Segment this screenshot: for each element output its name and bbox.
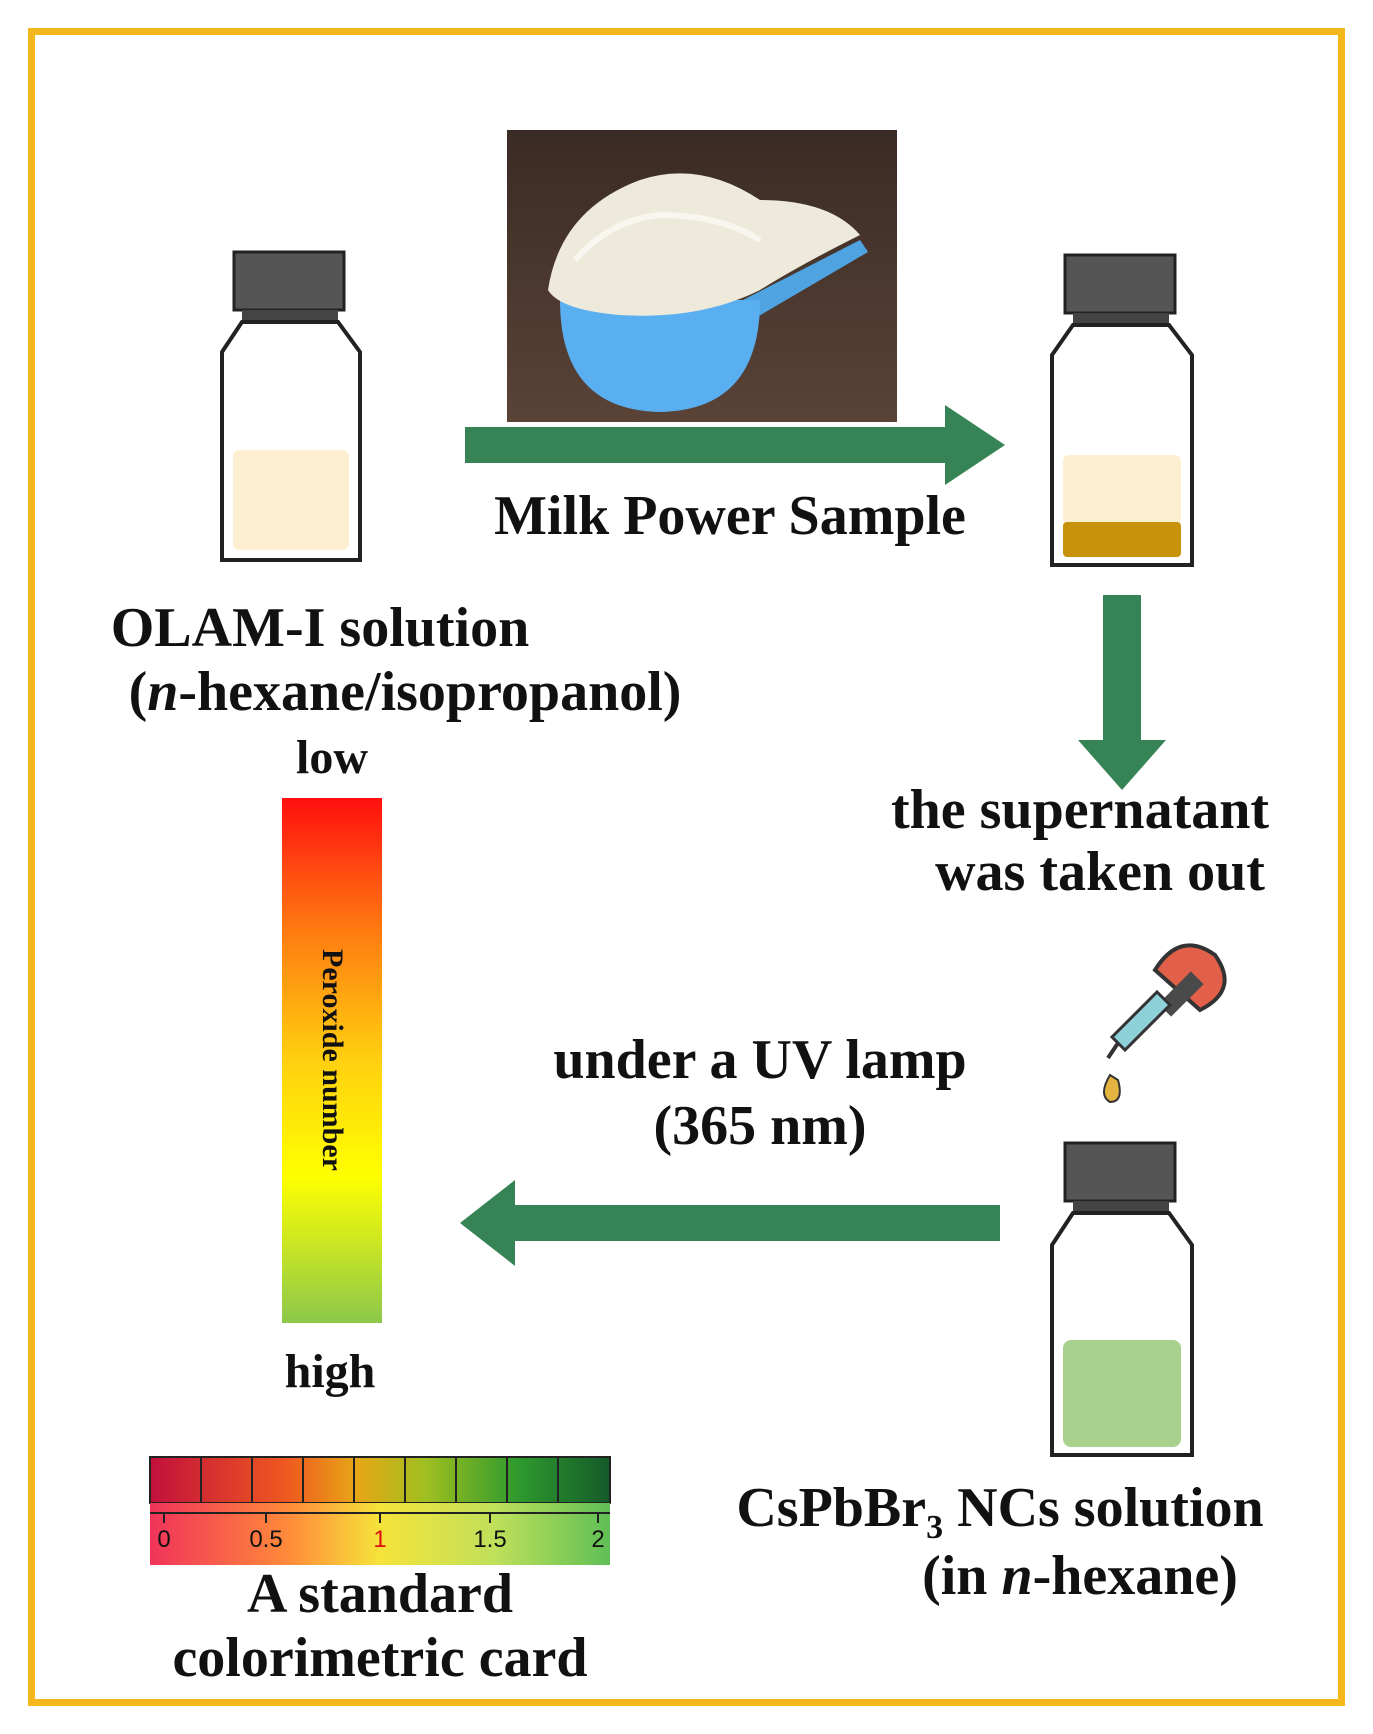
arrow-right — [465, 405, 1005, 485]
vial-cap — [1063, 1141, 1177, 1203]
figure-frame — [28, 28, 1345, 1706]
olam-solvent-label: (n-hexane/isopropanol) — [128, 661, 682, 723]
card-tick-1.5: 1.5 — [473, 1526, 507, 1553]
milk-sample-label: Milk Power Sample — [494, 485, 966, 547]
supernatant-label-2: was taken out — [935, 841, 1265, 903]
uv-lamp-label-2: (365 nm) — [653, 1095, 867, 1157]
vial-cap — [232, 250, 346, 312]
card-label-2: colorimetric card — [172, 1627, 588, 1689]
scale-high-label: high — [284, 1345, 376, 1398]
olam-vial — [220, 250, 362, 562]
card-tick-2: 2 — [591, 1526, 605, 1553]
nc-liquid — [1063, 1340, 1181, 1447]
card-label-1: A standard — [246, 1563, 514, 1625]
card-tick-0.5: 0.5 — [249, 1526, 283, 1553]
arrow-down — [1078, 595, 1166, 790]
arrow-left — [460, 1180, 1000, 1266]
nc-solvent-label: (in n-hexane) — [922, 1545, 1238, 1607]
nc-vial — [1050, 1141, 1194, 1457]
scale-low-label: low — [296, 731, 368, 784]
olam-label: OLAM-I solution — [110, 597, 530, 659]
nc-solution-label: CsPbBr3 NCs solution — [736, 1477, 1264, 1547]
peroxide-scale-bar — [282, 798, 382, 1323]
sediment-layer — [1063, 522, 1181, 557]
vial-cap — [1063, 253, 1177, 315]
colorimetric-card — [149, 1456, 611, 1565]
scale-title: Peroxide number — [316, 949, 349, 1171]
milk-powder-photo — [507, 130, 897, 422]
uv-lamp-label-1: under a UV lamp — [553, 1029, 967, 1091]
dropper-icon — [1103, 943, 1227, 1104]
card-tick-0: 0 — [157, 1526, 171, 1553]
supernatant-label-1: the supernatant — [890, 779, 1270, 841]
supernatant-liquid — [1063, 455, 1181, 525]
olam-liquid — [233, 450, 349, 550]
card-tick-1: 1 — [373, 1526, 387, 1553]
supernatant-vial — [1050, 253, 1194, 567]
